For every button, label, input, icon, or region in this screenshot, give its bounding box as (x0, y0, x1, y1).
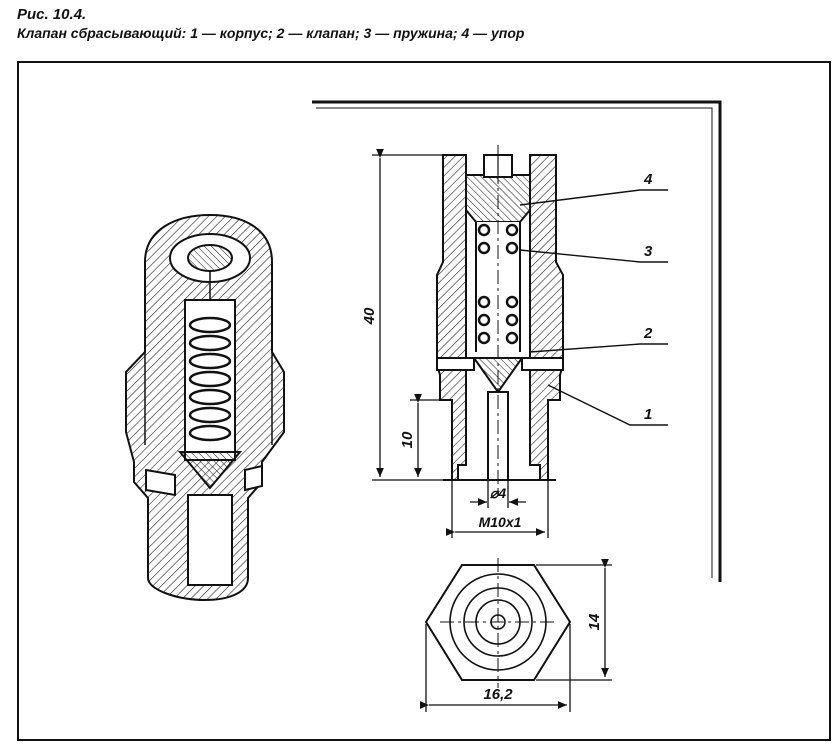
section-dimensions (372, 148, 549, 538)
dim-bore: ⌀4 (490, 485, 506, 501)
callout-leaders (519, 189, 668, 426)
isometric-cutaway-view (125, 213, 285, 602)
section-view (436, 145, 564, 492)
hex-end-view (424, 558, 572, 688)
dim-hex-corners: 16,2 (483, 686, 513, 703)
dim-thread: M10x1 (479, 514, 522, 530)
callout-4: 4 (643, 171, 653, 188)
callout-2: 2 (643, 325, 653, 342)
hex-dimensions (419, 558, 612, 712)
dim-length-thread: 10 (399, 431, 416, 448)
figure-number: Рис. 10.4. (17, 6, 87, 23)
spring-section (477, 223, 519, 345)
page-frame (17, 61, 831, 741)
dim-hex-flats: 14 (586, 613, 603, 630)
dim-length-total: 40 (361, 307, 378, 325)
figure-description: Клапан сбрасывающий: 1 — корпус; 2 — кла… (17, 25, 525, 41)
spring-iso (188, 316, 232, 442)
callout-3: 3 (644, 243, 653, 260)
callout-1: 1 (644, 406, 652, 423)
figure-caption: Рис. 10.4. Клапан сбрасывающий: 1 — корп… (17, 6, 524, 42)
